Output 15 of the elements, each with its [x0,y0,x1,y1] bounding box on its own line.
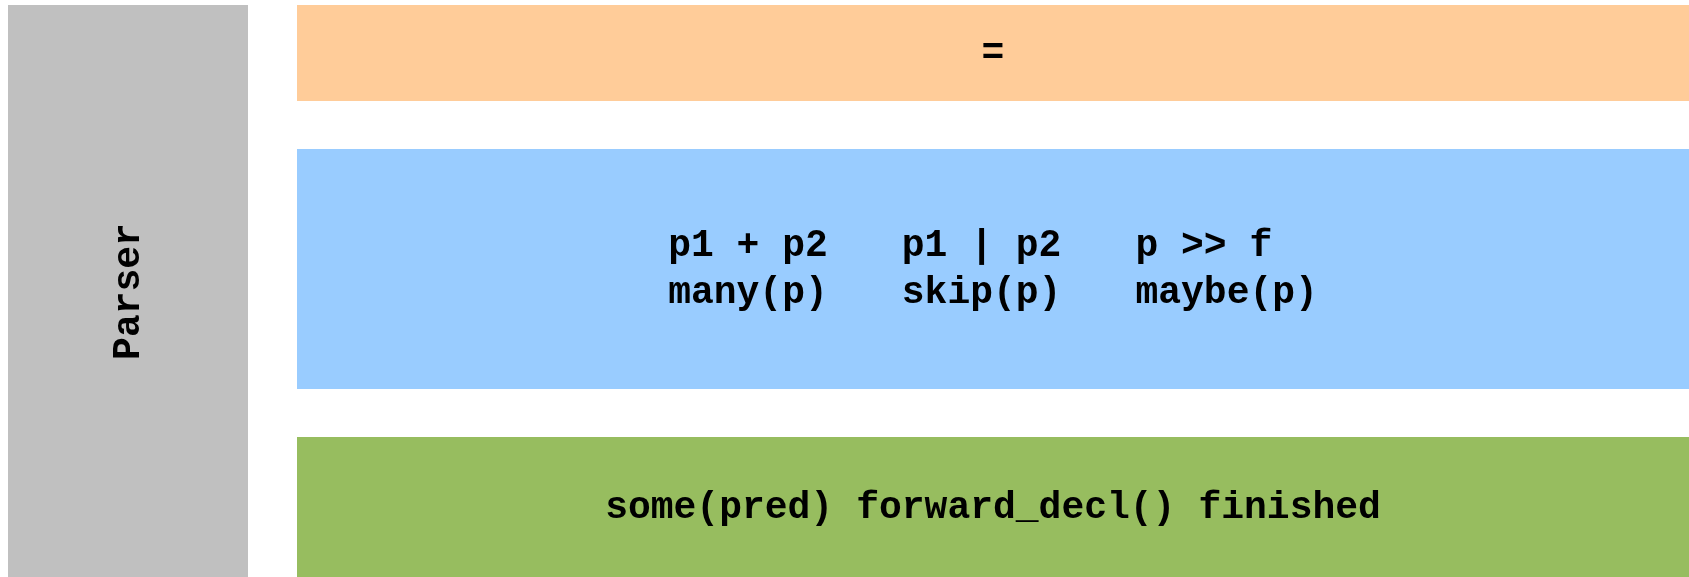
code-text: p >> f [1135,224,1274,267]
code-text: many(p) [668,271,828,314]
code-text: forward_decl() [856,485,1176,529]
code-text: maybe(p) [1135,271,1318,314]
layer-band [297,149,1689,389]
code-text: p1 | p2 [901,224,1062,267]
code-text: = [981,31,1005,75]
band-title: Parser [106,222,150,360]
code-text: some(pred) [605,485,834,529]
code-text: p1 + p2 [668,224,828,267]
code-text: skip(p) [901,271,1062,314]
layer-band [297,437,1689,577]
layer-band [297,5,1689,101]
side-band [8,5,248,577]
code-text: finished [1198,485,1381,529]
